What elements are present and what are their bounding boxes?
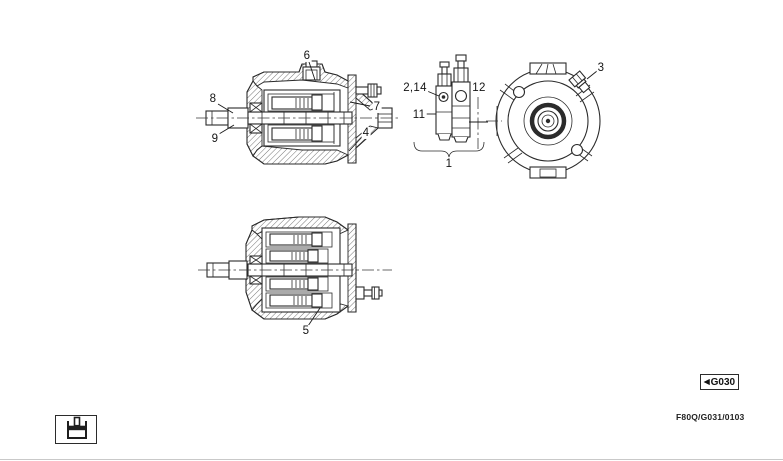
back-arrow-icon: ◀ [703, 377, 710, 387]
callout-12: 12 [471, 81, 487, 95]
piston-assembly-upper [267, 93, 335, 112]
pump-type-stamp-box [55, 415, 97, 444]
callout-7: 7 [372, 100, 382, 114]
valve-assembly-drawing [413, 54, 488, 158]
plug-fitting-3 [568, 70, 591, 94]
piston-row-1 [265, 231, 333, 248]
pump-front-section-drawing [198, 216, 392, 320]
callout-9: 9 [210, 132, 220, 146]
callout-5: 5 [301, 324, 311, 338]
callout-leader-lines [217, 61, 598, 327]
piston-row-3 [265, 276, 329, 292]
shaft-seal-upper [249, 102, 263, 113]
cover-bolt-icon [355, 83, 382, 98]
housing-top-wall-hatch [252, 63, 349, 89]
port-tab-bottom [529, 166, 567, 179]
flange-bolt-hole-upper [512, 85, 526, 99]
callout-3: 3 [596, 61, 606, 75]
flange-bolt-hole-lower [570, 143, 584, 157]
housing-bottom-wall-hatch [252, 145, 350, 165]
prev-figure-ref-button[interactable]: ◀G030 [700, 374, 739, 390]
valve-cartridge-left [437, 61, 452, 87]
pump-end-view-drawing [486, 62, 601, 179]
callout-8: 8 [208, 92, 218, 106]
callout-4: 4 [361, 126, 371, 140]
callout-6: 6 [302, 49, 312, 63]
piston-row-4 [265, 292, 333, 309]
piston-cylinder-icon [67, 416, 87, 439]
shaft-seal-upper [249, 255, 263, 265]
shaft-seal-lower [249, 275, 263, 285]
group-brace-1 [413, 141, 485, 158]
pump-rear-section-drawing [196, 60, 400, 165]
shaft-end-rings [523, 96, 573, 146]
callout-1: 1 [444, 157, 454, 171]
shaft-seal-lower [249, 123, 263, 134]
piston-row-2 [265, 248, 329, 264]
valve-body [435, 81, 471, 143]
figure-doc-code: F80Q/G031/0103 [676, 412, 745, 422]
page-edge-line [0, 459, 783, 460]
callout-2-14: 2,14 [402, 81, 428, 95]
cover-bolt-icon [355, 286, 383, 300]
valve-cartridge-right [453, 54, 469, 83]
port-tab-top [529, 62, 567, 75]
callout-11: 11 [411, 108, 427, 122]
prev-figure-ref-label: G030 [710, 376, 736, 388]
